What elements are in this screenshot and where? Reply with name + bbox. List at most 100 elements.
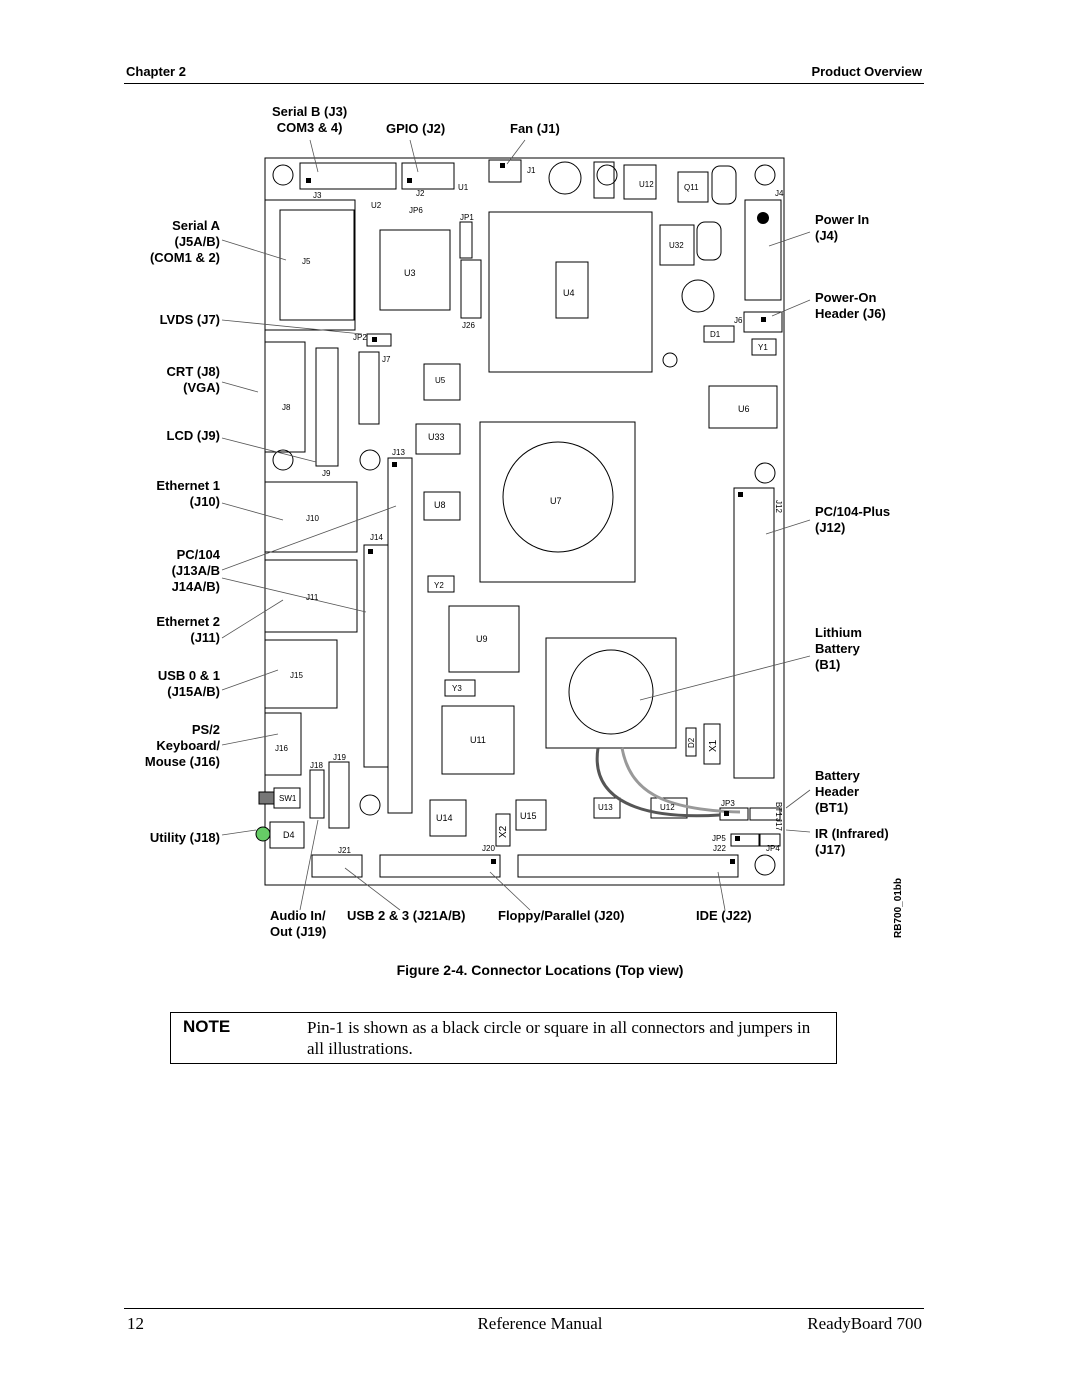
- label-j16: J16: [275, 744, 288, 753]
- callout-power-on: Power-On Header (J6): [815, 290, 886, 321]
- battery-b1: [568, 649, 654, 735]
- connector-j5: [264, 199, 356, 331]
- note-text: Pin-1 is shown as a black circle or squa…: [307, 1018, 811, 1058]
- label-d1: D1: [710, 330, 721, 339]
- label-x1: X1: [708, 739, 719, 752]
- label-j12: J12: [774, 500, 783, 513]
- label-j26: J26: [462, 321, 475, 330]
- jumper-jp5: [730, 833, 760, 847]
- callout-fan: Fan (J1): [510, 121, 560, 136]
- label-j2: J2: [416, 189, 425, 198]
- callout-crt: CRT (J8) (VGA): [166, 364, 220, 395]
- transistor-q11: [677, 171, 709, 203]
- connector-j13: [387, 457, 413, 814]
- capacitor-round: [548, 161, 582, 195]
- callout-floppy: Floppy/Parallel (J20): [498, 908, 625, 923]
- callout-battery-header: Battery Header (BT1): [815, 768, 860, 815]
- chapter-label: Chapter 2: [126, 64, 186, 79]
- connector-j11: [264, 559, 358, 633]
- label-u15: U15: [520, 811, 537, 821]
- callout-lvds: LVDS (J7): [159, 312, 220, 327]
- mounting-hole: [359, 449, 381, 471]
- crystal-y2: [427, 575, 455, 593]
- label-j6: J6: [734, 316, 743, 325]
- capacitor-round: [681, 279, 715, 313]
- connector-j6: [743, 311, 783, 333]
- page-number: 12: [127, 1314, 144, 1333]
- connector-j21: [311, 854, 363, 878]
- callout-ir: IR (Infrared) (J17): [815, 826, 889, 857]
- diode-d1: [703, 325, 735, 343]
- callout-ps2: PS/2 Keyboard/ Mouse (J16): [144, 722, 220, 769]
- connector-j16: [264, 712, 302, 776]
- chip-u6: [708, 385, 778, 429]
- callout-usb23: USB 2 & 3 (J21A/B): [347, 908, 466, 923]
- label-u1: U1: [458, 183, 469, 192]
- callout-lcd: LCD (J9): [166, 428, 220, 443]
- connector-j22: [517, 854, 739, 878]
- callout-power-in: Power In (J4): [815, 212, 870, 243]
- jumper-jp1: [459, 221, 473, 259]
- label-u13: U13: [598, 803, 613, 812]
- figure-id: RB700_01bb: [893, 877, 904, 938]
- label-u6: U6: [738, 404, 750, 414]
- label-j4: J4: [775, 189, 784, 198]
- chip-u7-heatsink: [502, 441, 614, 553]
- label-u7: U7: [550, 496, 562, 506]
- label-jp1: JP1: [460, 213, 474, 222]
- label-u2: U2: [371, 201, 382, 210]
- callout-pc104: PC/104 (J13A/B J14A/B): [171, 547, 220, 594]
- label-x2: X2: [498, 825, 509, 838]
- callout-utility: Utility (J18): [149, 830, 220, 845]
- connector-j20: [379, 854, 501, 878]
- callout-serial-b: Serial B (J3) COM3 & 4): [272, 104, 348, 135]
- label-u9: U9: [476, 634, 488, 644]
- battery-wire: [595, 747, 721, 818]
- label-u12b: U12: [660, 803, 675, 812]
- board-outline: [264, 157, 785, 886]
- chip-u8: [423, 491, 461, 521]
- footer-title: Reference Manual: [477, 1314, 603, 1333]
- label-jp6: JP6: [409, 206, 423, 215]
- label-j10: J10: [306, 514, 319, 523]
- callout-usb01: USB 0 & 1 (J15A/B): [157, 668, 220, 699]
- label-d2: D2: [687, 737, 696, 748]
- label-u3: U3: [404, 268, 416, 278]
- label-u14: U14: [436, 813, 453, 823]
- label-j13: J13: [392, 448, 405, 457]
- label-j20: J20: [482, 844, 495, 853]
- crystal-x2: [495, 813, 511, 847]
- label-u8: U8: [434, 500, 446, 510]
- connector-j5-inner: [279, 209, 355, 321]
- label-j17: J17: [774, 818, 783, 831]
- label-jp4: JP4: [766, 844, 780, 853]
- label-j3: J3: [313, 191, 322, 200]
- connector-j26: [460, 259, 482, 319]
- connector-j10: [264, 481, 358, 553]
- label-j21: J21: [338, 846, 351, 855]
- label-y2: Y2: [434, 581, 444, 590]
- label-sw1: SW1: [279, 794, 297, 803]
- crystal-x1: [703, 723, 721, 765]
- mounting-hole: [359, 794, 381, 816]
- callout-audio: Audio In/ Out (J19): [270, 908, 327, 939]
- label-u12: U12: [639, 180, 654, 189]
- jumper-jp2: [366, 333, 392, 347]
- board-diagram: J3 J2 J1 U1 U2 JP6 U12 Q11 J4 JP1 U32 J5…: [221, 139, 811, 911]
- callout-serial-a: Serial A (J5A/B) (COM1 & 2): [149, 218, 220, 265]
- chip-u11: [441, 705, 515, 775]
- section-label: Product Overview: [811, 64, 922, 79]
- chip-u9: [448, 605, 520, 673]
- chip-u32: [659, 224, 695, 266]
- label-j14: J14: [370, 533, 383, 542]
- chip-u7: [479, 421, 636, 583]
- jumper-jp4: [759, 833, 781, 847]
- label-j8: J8: [282, 403, 291, 412]
- chip-u4: [555, 261, 589, 319]
- note-label: NOTE: [183, 1017, 231, 1036]
- label-u5: U5: [435, 376, 446, 385]
- crystal-y1: [751, 338, 777, 356]
- battery-holder: [545, 637, 677, 749]
- inductor: [711, 165, 737, 205]
- label-jp3: JP3: [721, 799, 735, 808]
